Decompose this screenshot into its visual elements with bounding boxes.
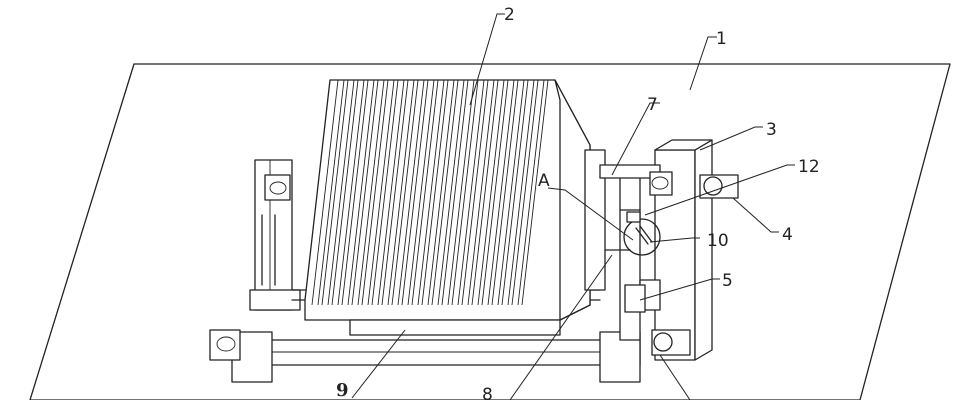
label-2: 2 — [504, 5, 515, 25]
label-1: 1 — [716, 29, 727, 49]
reference-labels: 2 1 7 3 12 A 4 10 5 9 8 — [336, 5, 820, 400]
fin-lines — [311, 79, 549, 306]
label-8: 8 — [482, 385, 493, 400]
label-10: 10 — [707, 231, 729, 251]
label-9: 9 — [336, 380, 349, 400]
mounting-lugs — [649, 171, 739, 356]
label-5: 5 — [722, 271, 733, 291]
label-3: 3 — [766, 120, 777, 140]
leader-lines — [351, 13, 795, 400]
bottom-frame — [209, 329, 641, 383]
label-4: 4 — [782, 225, 793, 245]
label-7: 7 — [647, 95, 658, 115]
detail-a-circle — [623, 211, 661, 256]
label-a: A — [538, 171, 550, 191]
heat-sink — [304, 79, 591, 336]
right-frame — [584, 139, 713, 361]
label-12: 12 — [798, 157, 820, 177]
